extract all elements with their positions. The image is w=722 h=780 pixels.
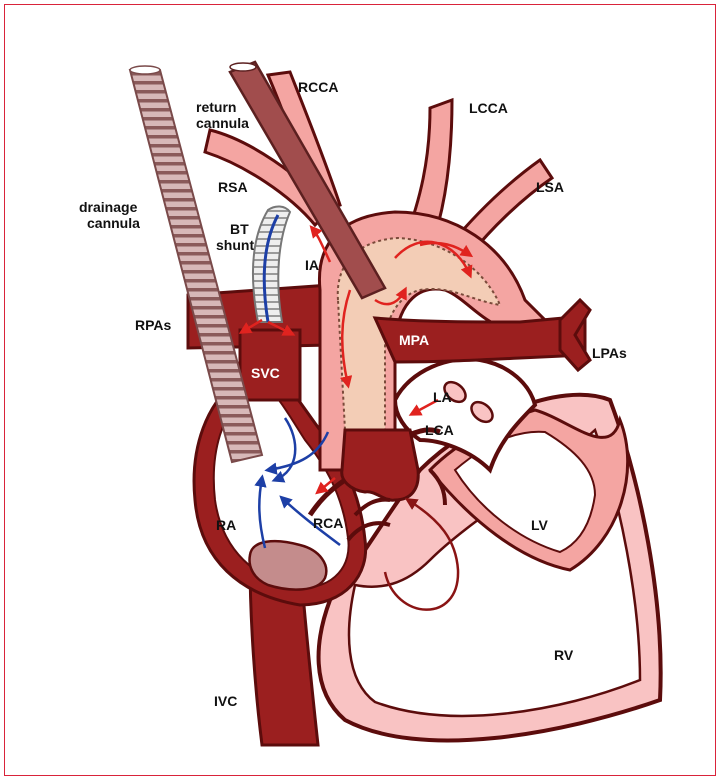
- label-lsa: LSA: [536, 179, 564, 195]
- label-rpas: RPAs: [135, 317, 172, 333]
- aortic-root: [342, 430, 419, 500]
- label-rcca: RCCA: [298, 79, 338, 95]
- label-ra: RA: [216, 517, 236, 533]
- label-rsa: RSA: [218, 179, 248, 195]
- label-svc: SVC: [251, 365, 280, 381]
- label-lcca: LCCA: [469, 100, 508, 116]
- label-drainage-2: cannula: [87, 215, 140, 231]
- label-drainage-1: drainage: [79, 199, 138, 215]
- label-rca: RCA: [313, 515, 343, 531]
- label-bt-2: shunt: [216, 237, 254, 253]
- label-return-1: return: [196, 99, 236, 115]
- label-ivc: IVC: [214, 693, 237, 709]
- label-lpas: LPAs: [592, 345, 627, 361]
- label-rv: RV: [554, 647, 574, 663]
- label-return-2: cannula: [196, 115, 249, 131]
- label-mpa: MPA: [399, 332, 429, 348]
- label-lca: LCA: [425, 422, 454, 438]
- label-la: LA: [433, 389, 452, 405]
- label-lv: LV: [531, 517, 549, 533]
- label-bt-1: BT: [230, 221, 249, 237]
- label-ia: IA: [305, 257, 319, 273]
